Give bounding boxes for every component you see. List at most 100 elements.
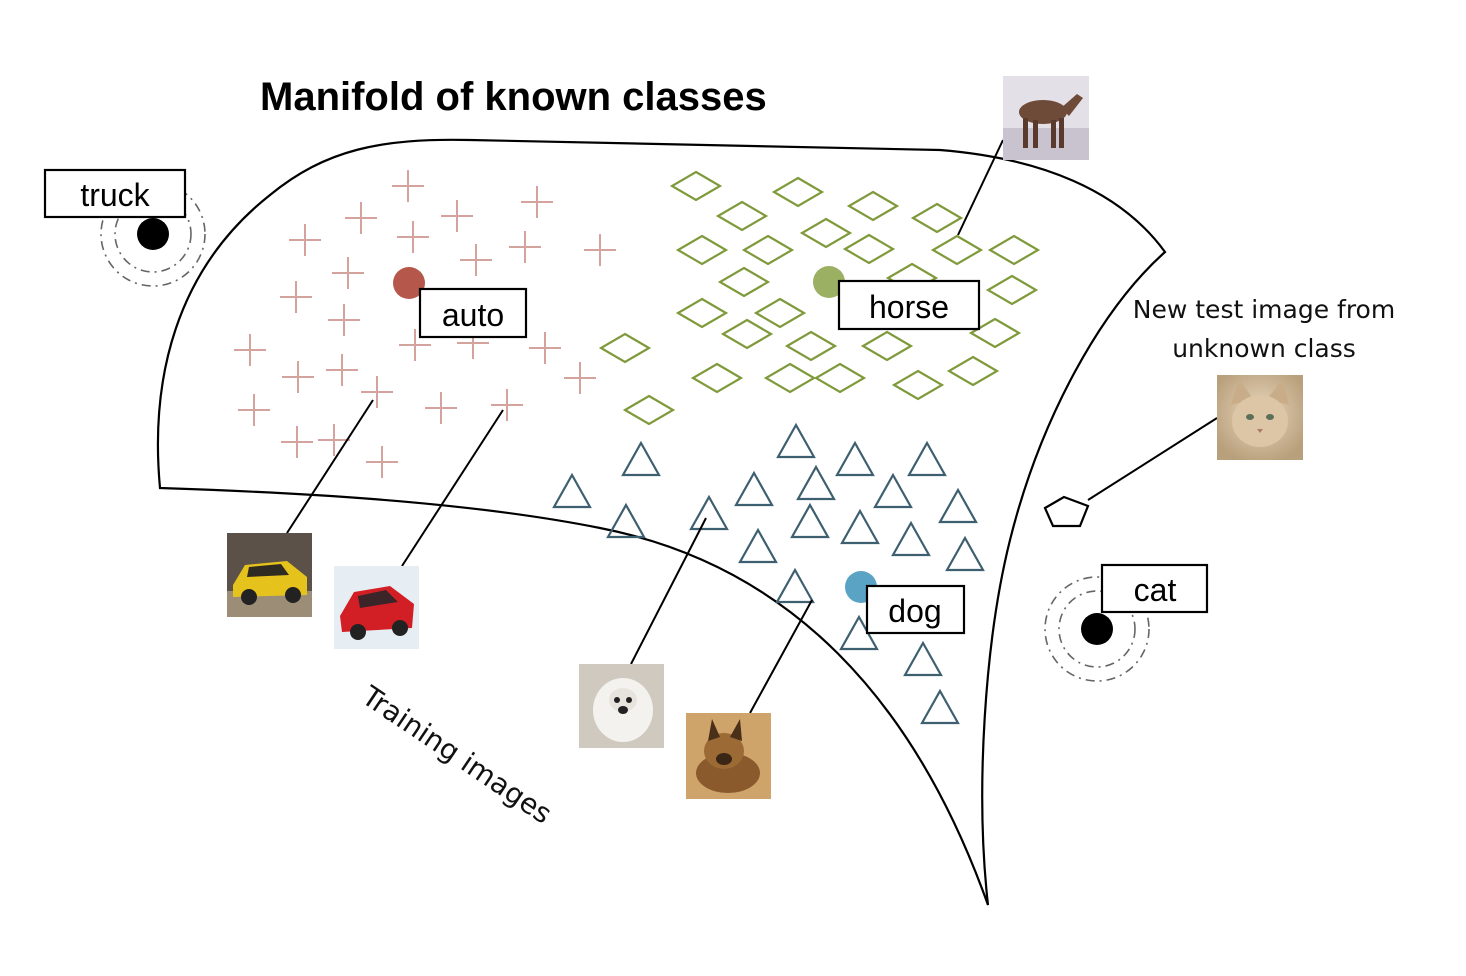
white-dog-thumbnail xyxy=(579,664,664,748)
horse-point-marker xyxy=(846,190,900,222)
dog-point-marker xyxy=(738,527,778,564)
dog-point-marker xyxy=(621,440,661,477)
auto-point-marker xyxy=(491,389,523,421)
diagram-title: Manifold of known classes xyxy=(260,75,767,119)
horse-point-marker xyxy=(891,369,945,401)
dog-point-marker xyxy=(606,502,646,539)
dog-point-marker xyxy=(689,494,729,531)
auto-point-marker xyxy=(399,329,431,361)
horse-point-marker xyxy=(717,266,771,298)
auto-point-marker xyxy=(397,221,429,253)
auto-point-marker xyxy=(366,446,398,478)
svg-text:auto: auto xyxy=(442,297,504,333)
horse-point-marker xyxy=(946,355,1000,387)
cat-thumbnail xyxy=(1217,375,1303,460)
test-note-line-2: unknown class xyxy=(1172,334,1356,363)
dog-point-marker xyxy=(945,535,985,572)
horse-connector xyxy=(957,139,1004,236)
dog-point-marker xyxy=(796,464,836,501)
yellow-car-thumbnail xyxy=(227,533,312,617)
dog-point-marker xyxy=(835,440,875,477)
horse-point-marker xyxy=(799,217,853,249)
cat-unknown-point: cat xyxy=(1044,563,1209,682)
auto-point-marker xyxy=(326,354,358,386)
white-dog-connector xyxy=(630,517,707,665)
auto-point-marker xyxy=(509,231,541,263)
red-car-thumbnail xyxy=(334,566,419,649)
auto-point-marker xyxy=(460,244,492,276)
dog-point-marker xyxy=(776,422,816,459)
auto-point-marker xyxy=(425,392,457,424)
dog-point-marker xyxy=(734,470,774,507)
brown-dog-connector xyxy=(749,599,813,714)
horse-point-marker xyxy=(622,394,676,426)
auto-point-marker xyxy=(282,361,314,393)
auto-centroid xyxy=(393,267,425,299)
horse-point-marker xyxy=(598,332,652,364)
auto-label: auto xyxy=(418,287,528,339)
horse-point-marker xyxy=(771,176,825,208)
auto-point-marker xyxy=(345,202,377,234)
auto-point-marker xyxy=(584,234,616,266)
horse-point-marker xyxy=(842,233,896,265)
svg-text:horse: horse xyxy=(869,289,949,325)
yellow-car-connector xyxy=(286,399,374,534)
horse-point-marker xyxy=(985,274,1039,306)
cat-test-connector xyxy=(1087,417,1218,501)
dog-point-marker xyxy=(920,688,960,725)
auto-point-marker xyxy=(521,186,553,218)
auto-point-marker xyxy=(392,170,424,202)
horse-point-marker xyxy=(753,297,807,329)
dog-label: dog xyxy=(865,584,966,635)
red-car-connector xyxy=(401,409,504,567)
horse-point-marker xyxy=(910,202,964,234)
brown-dog-thumbnail xyxy=(686,713,771,799)
dog-point-marker xyxy=(903,640,943,677)
auto-point-marker xyxy=(332,257,364,289)
dog-point-marker xyxy=(907,440,947,477)
horse-point-marker xyxy=(690,362,744,394)
horse-point-marker xyxy=(720,318,774,350)
auto-point-marker xyxy=(328,304,360,336)
dog-point-marker xyxy=(938,487,978,524)
auto-point-marker xyxy=(529,332,561,364)
training-images-label: Training images xyxy=(355,679,558,831)
truck-unknown-point: truck xyxy=(43,168,206,287)
cat-label: cat xyxy=(1134,572,1177,608)
auto-point-marker xyxy=(441,200,473,232)
horse-point-marker xyxy=(763,362,817,394)
horse-training-points xyxy=(598,170,1041,426)
auto-point-marker xyxy=(280,281,312,313)
test-point-pentagon xyxy=(1043,495,1090,528)
horse-label: horse xyxy=(837,279,981,331)
auto-point-marker xyxy=(361,376,393,408)
dog-point-marker xyxy=(552,472,592,509)
horse-point-marker xyxy=(813,362,867,394)
horse-point-marker xyxy=(860,330,914,362)
auto-point-marker xyxy=(564,362,596,394)
auto-point-marker xyxy=(281,426,313,458)
dog-point-marker xyxy=(840,508,880,545)
dog-point-marker xyxy=(891,520,931,557)
horse-point-marker xyxy=(715,200,769,232)
dog-point-marker xyxy=(775,567,815,604)
auto-point-marker xyxy=(289,224,321,256)
horse-thumbnail xyxy=(1003,76,1089,160)
auto-training-points xyxy=(234,170,616,478)
manifold-surface xyxy=(156,138,1167,906)
horse-point-marker xyxy=(669,170,723,202)
horse-centroid xyxy=(813,266,845,298)
test-note-line-1: New test image from xyxy=(1133,295,1395,324)
dog-point-marker xyxy=(873,472,913,509)
truck-label: truck xyxy=(80,177,150,213)
auto-point-marker xyxy=(238,394,270,426)
svg-text:dog: dog xyxy=(888,593,941,629)
horse-point-marker xyxy=(675,234,729,266)
horse-point-marker xyxy=(741,234,795,266)
horse-point-marker xyxy=(784,330,838,362)
horse-point-marker xyxy=(987,234,1041,266)
dog-training-points xyxy=(552,422,985,725)
horse-point-marker xyxy=(675,297,729,329)
auto-point-marker xyxy=(318,424,350,456)
